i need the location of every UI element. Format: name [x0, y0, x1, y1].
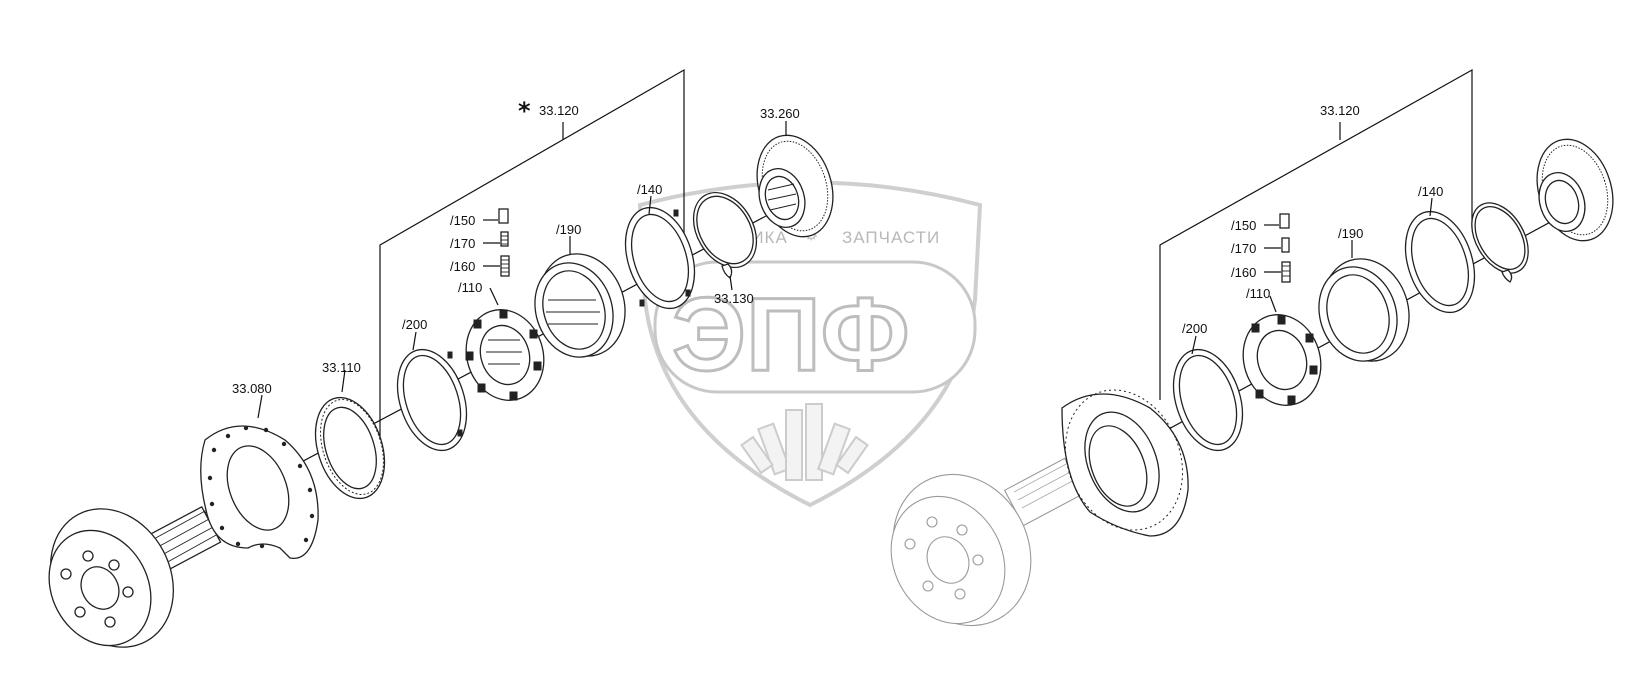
- label-160: /160: [450, 259, 475, 274]
- right-label-170: /170: [1231, 241, 1256, 256]
- watermark-logo: ЭПФ: [672, 277, 910, 393]
- right-label-140: /140: [1418, 184, 1443, 199]
- label-33080: 33.080: [232, 381, 272, 396]
- right-gear: [1536, 138, 1614, 242]
- right-plate: [1061, 389, 1189, 537]
- label-140: /140: [637, 182, 662, 197]
- part-33130-snap-ring: [692, 191, 758, 279]
- label-170: /170: [450, 236, 475, 251]
- right-part-200-ring: [1172, 348, 1244, 452]
- right-label-150: /150: [1231, 218, 1256, 233]
- right-assembly-label: 33.120: [1320, 103, 1360, 118]
- label-33110: 33.110: [322, 360, 361, 375]
- part-33080-plate: [200, 425, 319, 559]
- label-110: /110: [458, 280, 482, 295]
- right-assembly: /200 /110 /150 /170 /160: [890, 68, 1614, 627]
- star-mark: *: [518, 97, 531, 125]
- left-assembly: 33.080 33.110 /200: [48, 68, 834, 648]
- label-33130: 33.130: [714, 291, 754, 306]
- left-assembly-bracket: [379, 68, 685, 482]
- right-part-140-ring: [1404, 210, 1476, 314]
- right-label-190: /190: [1338, 226, 1363, 241]
- detent-stack: [498, 208, 510, 277]
- part-200-ring: [396, 348, 468, 452]
- right-part-110-hub: [1242, 314, 1322, 406]
- watermark-right-word: ЗАПЧАСТИ: [842, 228, 940, 247]
- label-190: /190: [556, 222, 581, 237]
- label-150: /150: [450, 213, 475, 228]
- part-33110-ring: [314, 396, 386, 500]
- right-snap-ring: [1471, 202, 1529, 283]
- right-detent-stack: [1279, 213, 1291, 283]
- part-140-ring: [624, 206, 696, 310]
- right-label-200: /200: [1182, 321, 1207, 336]
- left-assembly-label: 33.120: [539, 103, 579, 118]
- label-200: /200: [402, 317, 427, 332]
- part-110-hub: [465, 309, 545, 401]
- right-part-190-sleeve: [1318, 258, 1410, 362]
- right-label-160: /160: [1231, 265, 1256, 280]
- ghost-flange-shaft: [890, 457, 1085, 627]
- flange-shaft: [48, 505, 222, 648]
- right-assembly-bracket: [1159, 68, 1473, 400]
- part-33260-gear: [756, 134, 834, 238]
- right-label-110: /110: [1246, 286, 1270, 301]
- label-33260: 33.260: [760, 106, 800, 121]
- part-190-sleeve: [534, 253, 626, 358]
